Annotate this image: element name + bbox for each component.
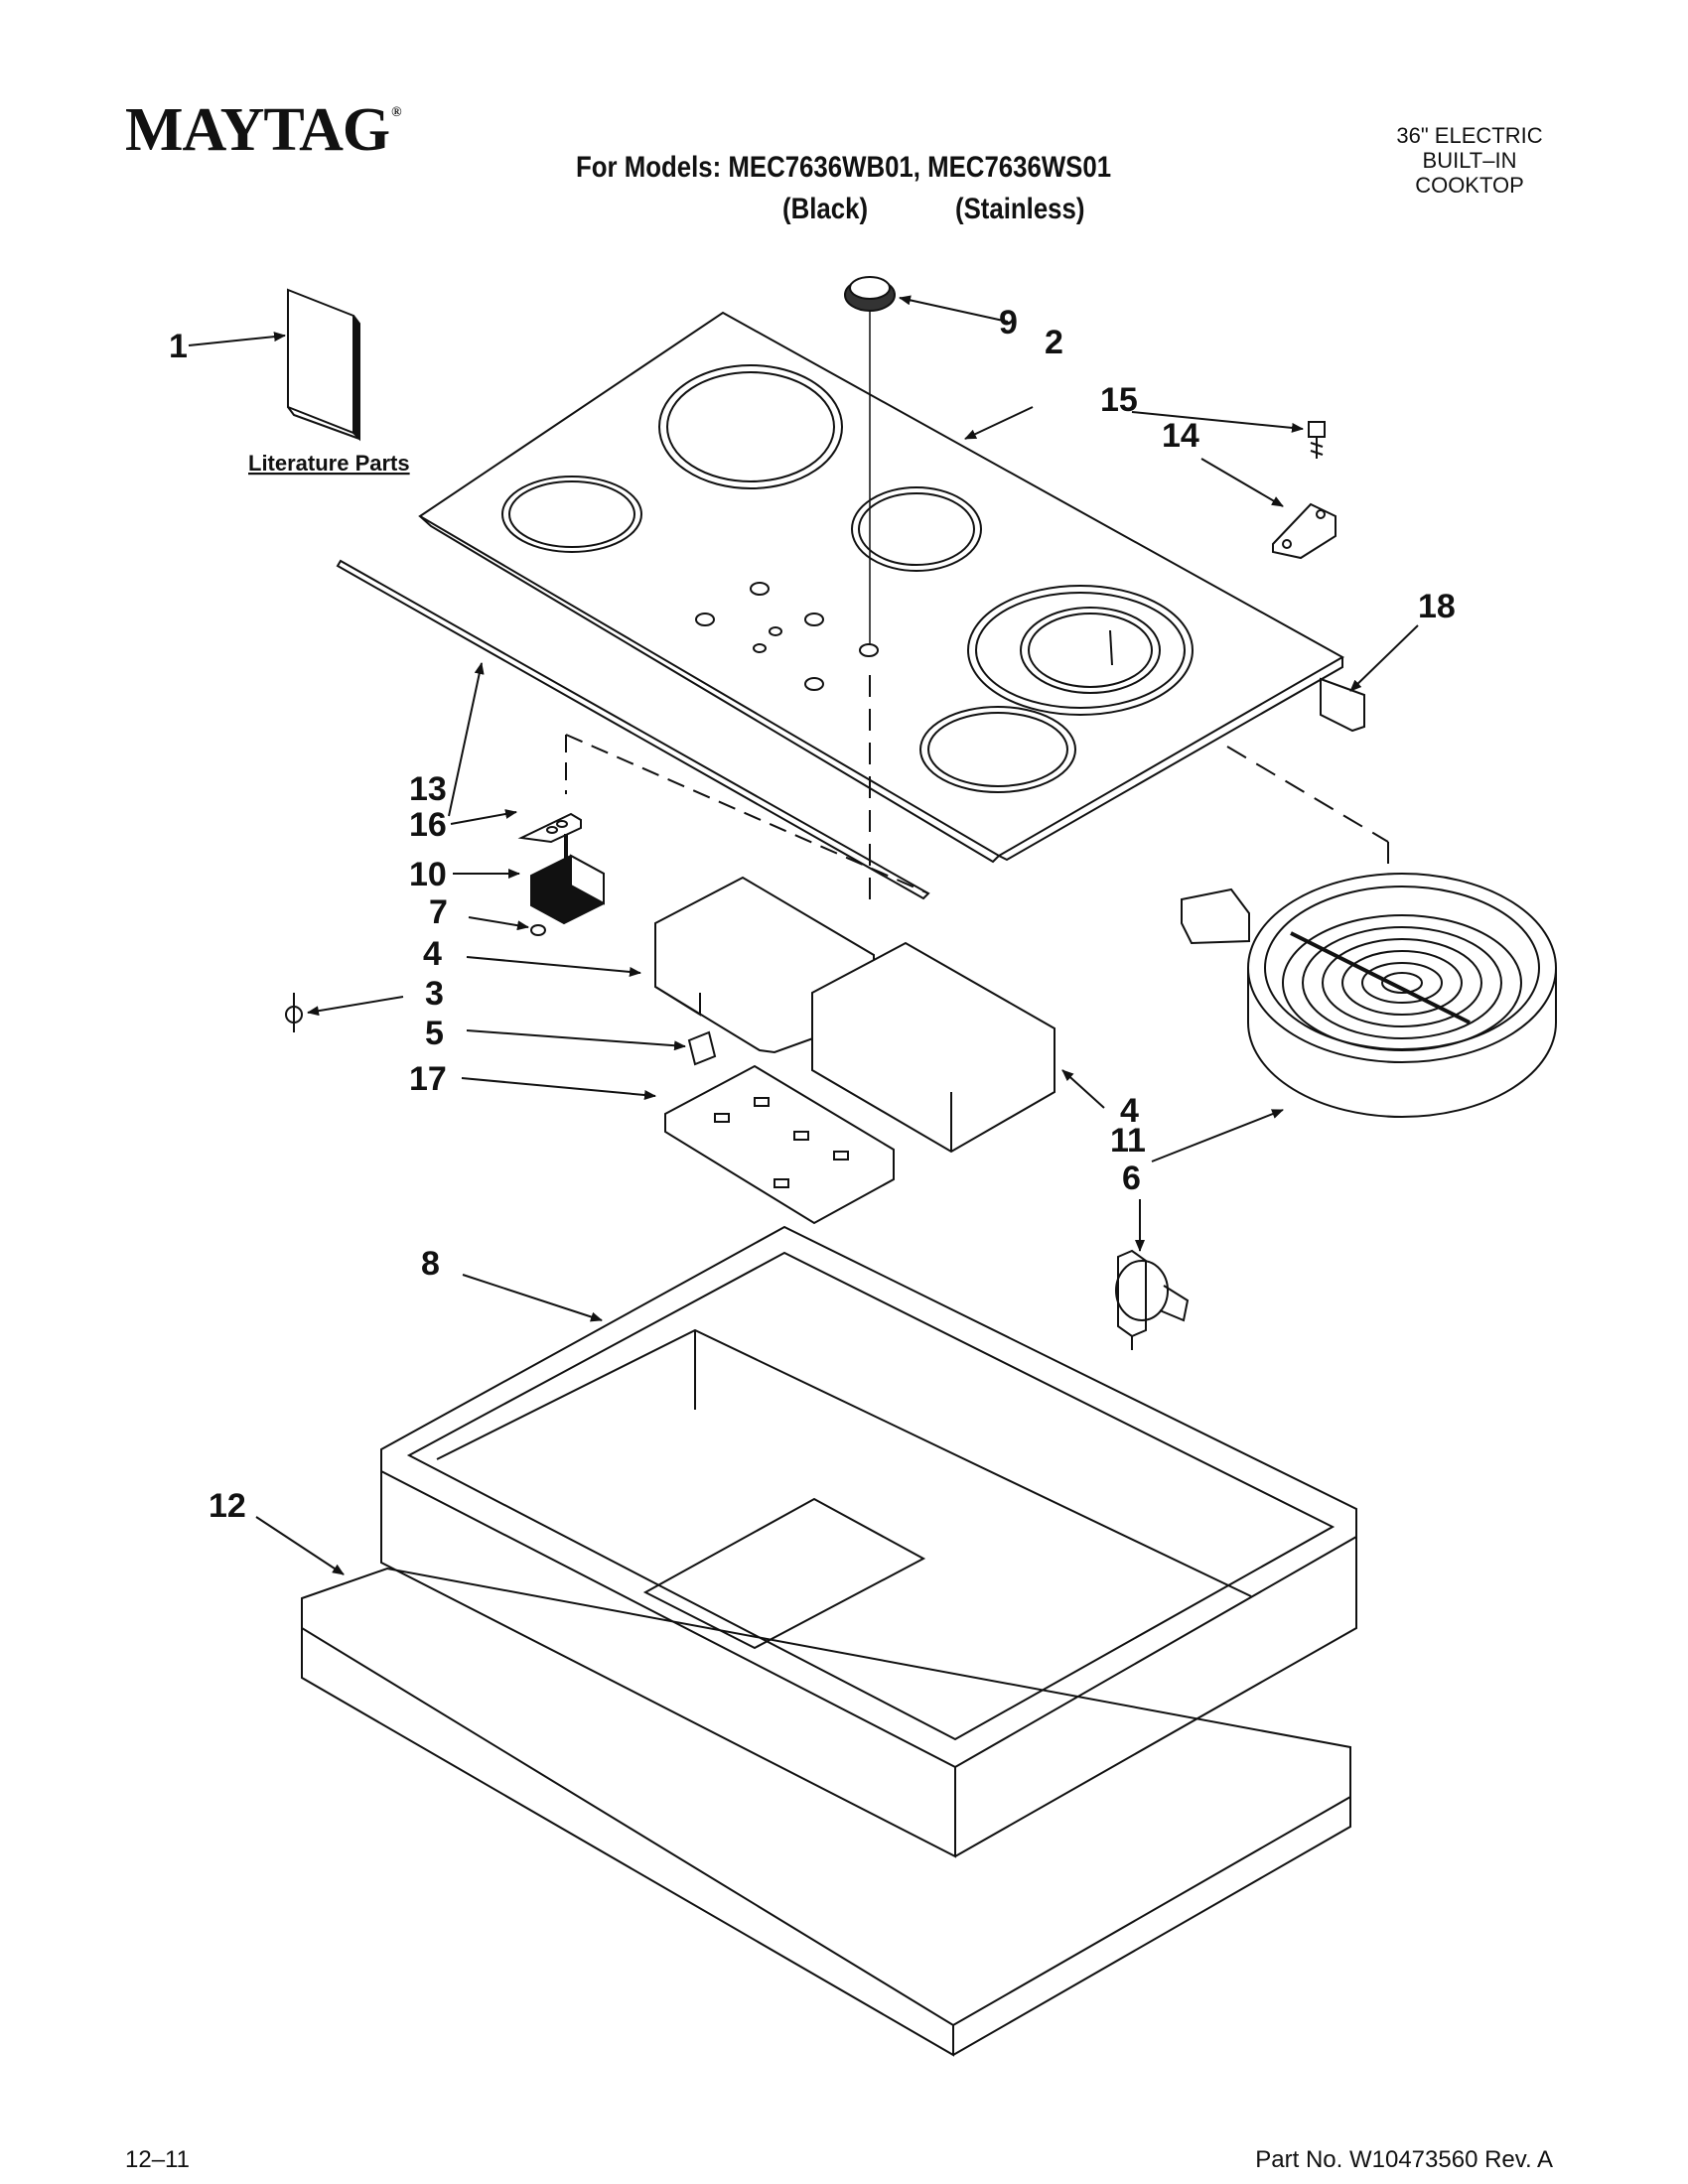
callout-5: 5 — [425, 1015, 444, 1052]
callout-13: 13 — [409, 770, 447, 808]
product-line-2: BUILT–IN — [1422, 148, 1517, 173]
glass-cooktop — [418, 311, 1345, 864]
callout-8: 8 — [421, 1245, 440, 1283]
control-knob — [844, 276, 896, 645]
product-description: 36" ELECTRIC BUILT–IN COOKTOP — [1360, 123, 1579, 198]
callout-17: 17 — [409, 1060, 447, 1098]
infinite-switch — [517, 812, 605, 925]
callout-4b: 4 — [1120, 1092, 1139, 1130]
bottom-pan — [301, 1567, 1351, 2057]
cooktop-frame — [380, 1225, 1357, 1858]
callout-15: 15 — [1100, 381, 1138, 419]
variant-stainless: (Stainless) — [955, 193, 1085, 225]
brand-logo: MAYTAG® — [125, 96, 402, 164]
variant-black: (Black) — [782, 193, 869, 225]
literature-booklet — [287, 288, 360, 442]
trim-strip — [336, 559, 930, 900]
models-line: For Models: MEC7636WB01, MEC7636WS01 — [576, 151, 1112, 184]
callout-14: 14 — [1162, 417, 1199, 455]
spring-clip — [530, 924, 546, 936]
callout-18: 18 — [1418, 588, 1456, 625]
callout-11: 11 — [1110, 1122, 1146, 1160]
mounting-bracket — [1272, 502, 1336, 560]
product-line-1: 36" ELECTRIC — [1396, 123, 1543, 148]
callout-7: 7 — [429, 893, 448, 931]
callout-1: 1 — [169, 328, 188, 365]
date-code: 12–11 — [125, 2146, 190, 2173]
callout-10: 10 — [409, 856, 447, 893]
heat-shield-right — [811, 941, 1055, 1154]
callout-9: 9 — [999, 304, 1018, 341]
callout-3: 3 — [425, 975, 444, 1013]
rear-trim-bracket — [1320, 677, 1365, 733]
radiant-surface-element — [1181, 873, 1557, 1118]
callout-2: 2 — [1045, 324, 1063, 361]
callout-4a: 4 — [423, 935, 442, 973]
screw — [285, 993, 303, 1032]
limiter-switch — [1115, 1249, 1190, 1350]
product-line-3: COOKTOP — [1415, 173, 1524, 198]
callout-12: 12 — [209, 1487, 246, 1525]
shield-fastener — [687, 1030, 717, 1066]
board-mount-plate — [664, 1064, 895, 1225]
part-number: Part No. W10473560 Rev. A — [1255, 2146, 1553, 2173]
callout-16: 16 — [409, 806, 447, 844]
literature-parts-label: Literature Parts — [248, 451, 410, 476]
bracket-screw — [1308, 421, 1326, 459]
callout-6: 6 — [1122, 1160, 1141, 1197]
